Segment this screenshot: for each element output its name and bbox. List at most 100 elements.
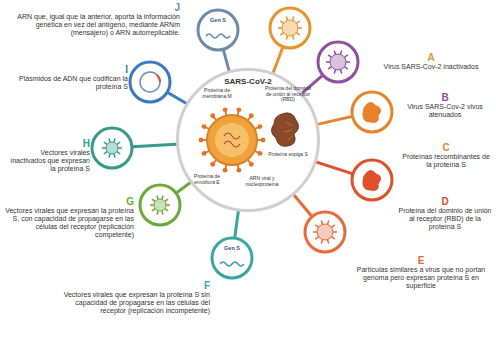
spike-head xyxy=(199,138,204,143)
spike-head xyxy=(223,168,228,173)
category-description: Vectores virales que expresan la proteín… xyxy=(52,291,210,315)
icon-spike xyxy=(104,142,107,144)
icon-spike xyxy=(152,209,155,211)
icon-spike xyxy=(292,36,293,40)
vaccine-type: FVectores virales que expresan la proteí… xyxy=(52,280,210,315)
category-description: Plásmidos de ADN que codifican la proteí… xyxy=(4,75,128,91)
spike-head xyxy=(261,138,266,143)
connector xyxy=(167,92,186,103)
icon-spike xyxy=(109,138,110,142)
category-letter: I xyxy=(4,64,128,75)
category-letter: A xyxy=(370,52,492,63)
icon-spike xyxy=(327,221,328,225)
viral-rna xyxy=(224,133,240,147)
icon-spike xyxy=(340,70,341,74)
category-description: Partículas similares a virus que no port… xyxy=(350,266,492,290)
icon-spike xyxy=(292,17,293,21)
spike-head xyxy=(210,113,215,118)
icon-spike xyxy=(280,33,283,35)
category-description: Virus SARS-Cov-2 vivos atenuados xyxy=(398,103,492,119)
icon-spike xyxy=(114,154,115,158)
icon-spike xyxy=(328,55,331,57)
icon-ring xyxy=(305,212,345,252)
connector xyxy=(132,144,176,147)
category-letter: E xyxy=(350,255,492,266)
icon-ring xyxy=(352,160,392,200)
vaccine-icon xyxy=(209,235,255,281)
spike-head xyxy=(236,168,241,173)
icon-spike xyxy=(328,67,331,69)
connector xyxy=(318,116,352,124)
icon-spike xyxy=(346,61,350,63)
icon-spike xyxy=(117,142,120,144)
icon-spike xyxy=(157,211,158,215)
spike-head xyxy=(236,107,241,112)
spike-proteins xyxy=(199,107,266,172)
icon-ring xyxy=(198,10,238,50)
icon-spike xyxy=(280,21,283,23)
virus-body xyxy=(207,115,257,165)
icon-spike xyxy=(157,195,158,199)
icon-spike xyxy=(117,152,120,154)
vaccine-type: IPlásmidos de ADN que codifican la prote… xyxy=(4,64,128,91)
icon-ring xyxy=(140,185,180,225)
icon-spike xyxy=(296,33,299,35)
icon-spike xyxy=(162,195,163,199)
icon-spike xyxy=(331,237,334,239)
icon-protein xyxy=(363,170,381,190)
category-letter: F xyxy=(52,280,210,291)
icon-spike xyxy=(114,138,115,142)
vaccine-type: EPartículas similares a virus que no por… xyxy=(350,255,492,290)
center-title: SARS-CoV-2 xyxy=(179,77,317,86)
vaccine-icon xyxy=(349,157,395,203)
icon-spike xyxy=(102,147,106,149)
icon-spike xyxy=(104,152,107,154)
icon-plasmid xyxy=(140,72,160,92)
protein-label: Proteína de envoltura E xyxy=(186,174,228,185)
icon-spike xyxy=(150,204,154,206)
rbd-detail xyxy=(284,122,292,140)
icon-ring xyxy=(270,8,310,48)
connector xyxy=(176,183,190,193)
category-letter: G xyxy=(4,196,134,207)
icon-spike xyxy=(326,61,330,63)
icon-ring xyxy=(130,62,170,102)
icon-spike xyxy=(152,199,155,201)
vaccine-icon xyxy=(127,59,173,105)
icon-particle xyxy=(154,199,166,211)
vaccine-type: HVectores virales inactivados que expres… xyxy=(4,138,90,173)
category-letter: H xyxy=(4,138,90,149)
spike-head xyxy=(210,162,215,167)
vaccine-icon xyxy=(315,39,361,85)
protein-label: Proteína de membrana M xyxy=(196,88,238,99)
icon-spike xyxy=(118,147,122,149)
spike-head xyxy=(258,151,263,156)
icon-spike xyxy=(334,51,335,55)
category-description: Virus SARS-Cov-2 inactivados xyxy=(370,63,492,71)
spike-head xyxy=(223,107,228,112)
icon-ring xyxy=(92,128,132,168)
vaccine-type: DProteína del dominio de unión al recept… xyxy=(398,196,492,231)
vaccine-icon xyxy=(137,182,183,228)
icon-spike xyxy=(313,231,317,233)
icon-spike xyxy=(334,70,335,74)
icon-spike xyxy=(327,240,328,244)
connector xyxy=(317,162,353,174)
connector xyxy=(235,211,239,238)
icon-ring xyxy=(318,42,358,82)
category-description: Vectores virales que expresan la proteín… xyxy=(4,207,134,239)
icon-ring xyxy=(212,238,252,278)
icon-gene-s xyxy=(157,75,160,82)
category-description: Proteína del dominio de unión al recepto… xyxy=(398,207,492,231)
vaccine-type: BVirus SARS-Cov-2 vivos atenuados xyxy=(398,92,492,119)
category-letter: D xyxy=(398,196,492,207)
icon-spike xyxy=(165,209,168,211)
connector xyxy=(273,47,283,73)
protein-label: Proteína espiga S xyxy=(268,152,308,158)
category-letter: B xyxy=(398,92,492,103)
icon-rna xyxy=(220,262,244,266)
gene-label: Gen S xyxy=(215,246,249,252)
vaccine-type: AVirus SARS-Cov-2 inactivados xyxy=(370,52,492,71)
vaccine-type: JARN que, igual que la anterior, aporta … xyxy=(4,2,180,37)
